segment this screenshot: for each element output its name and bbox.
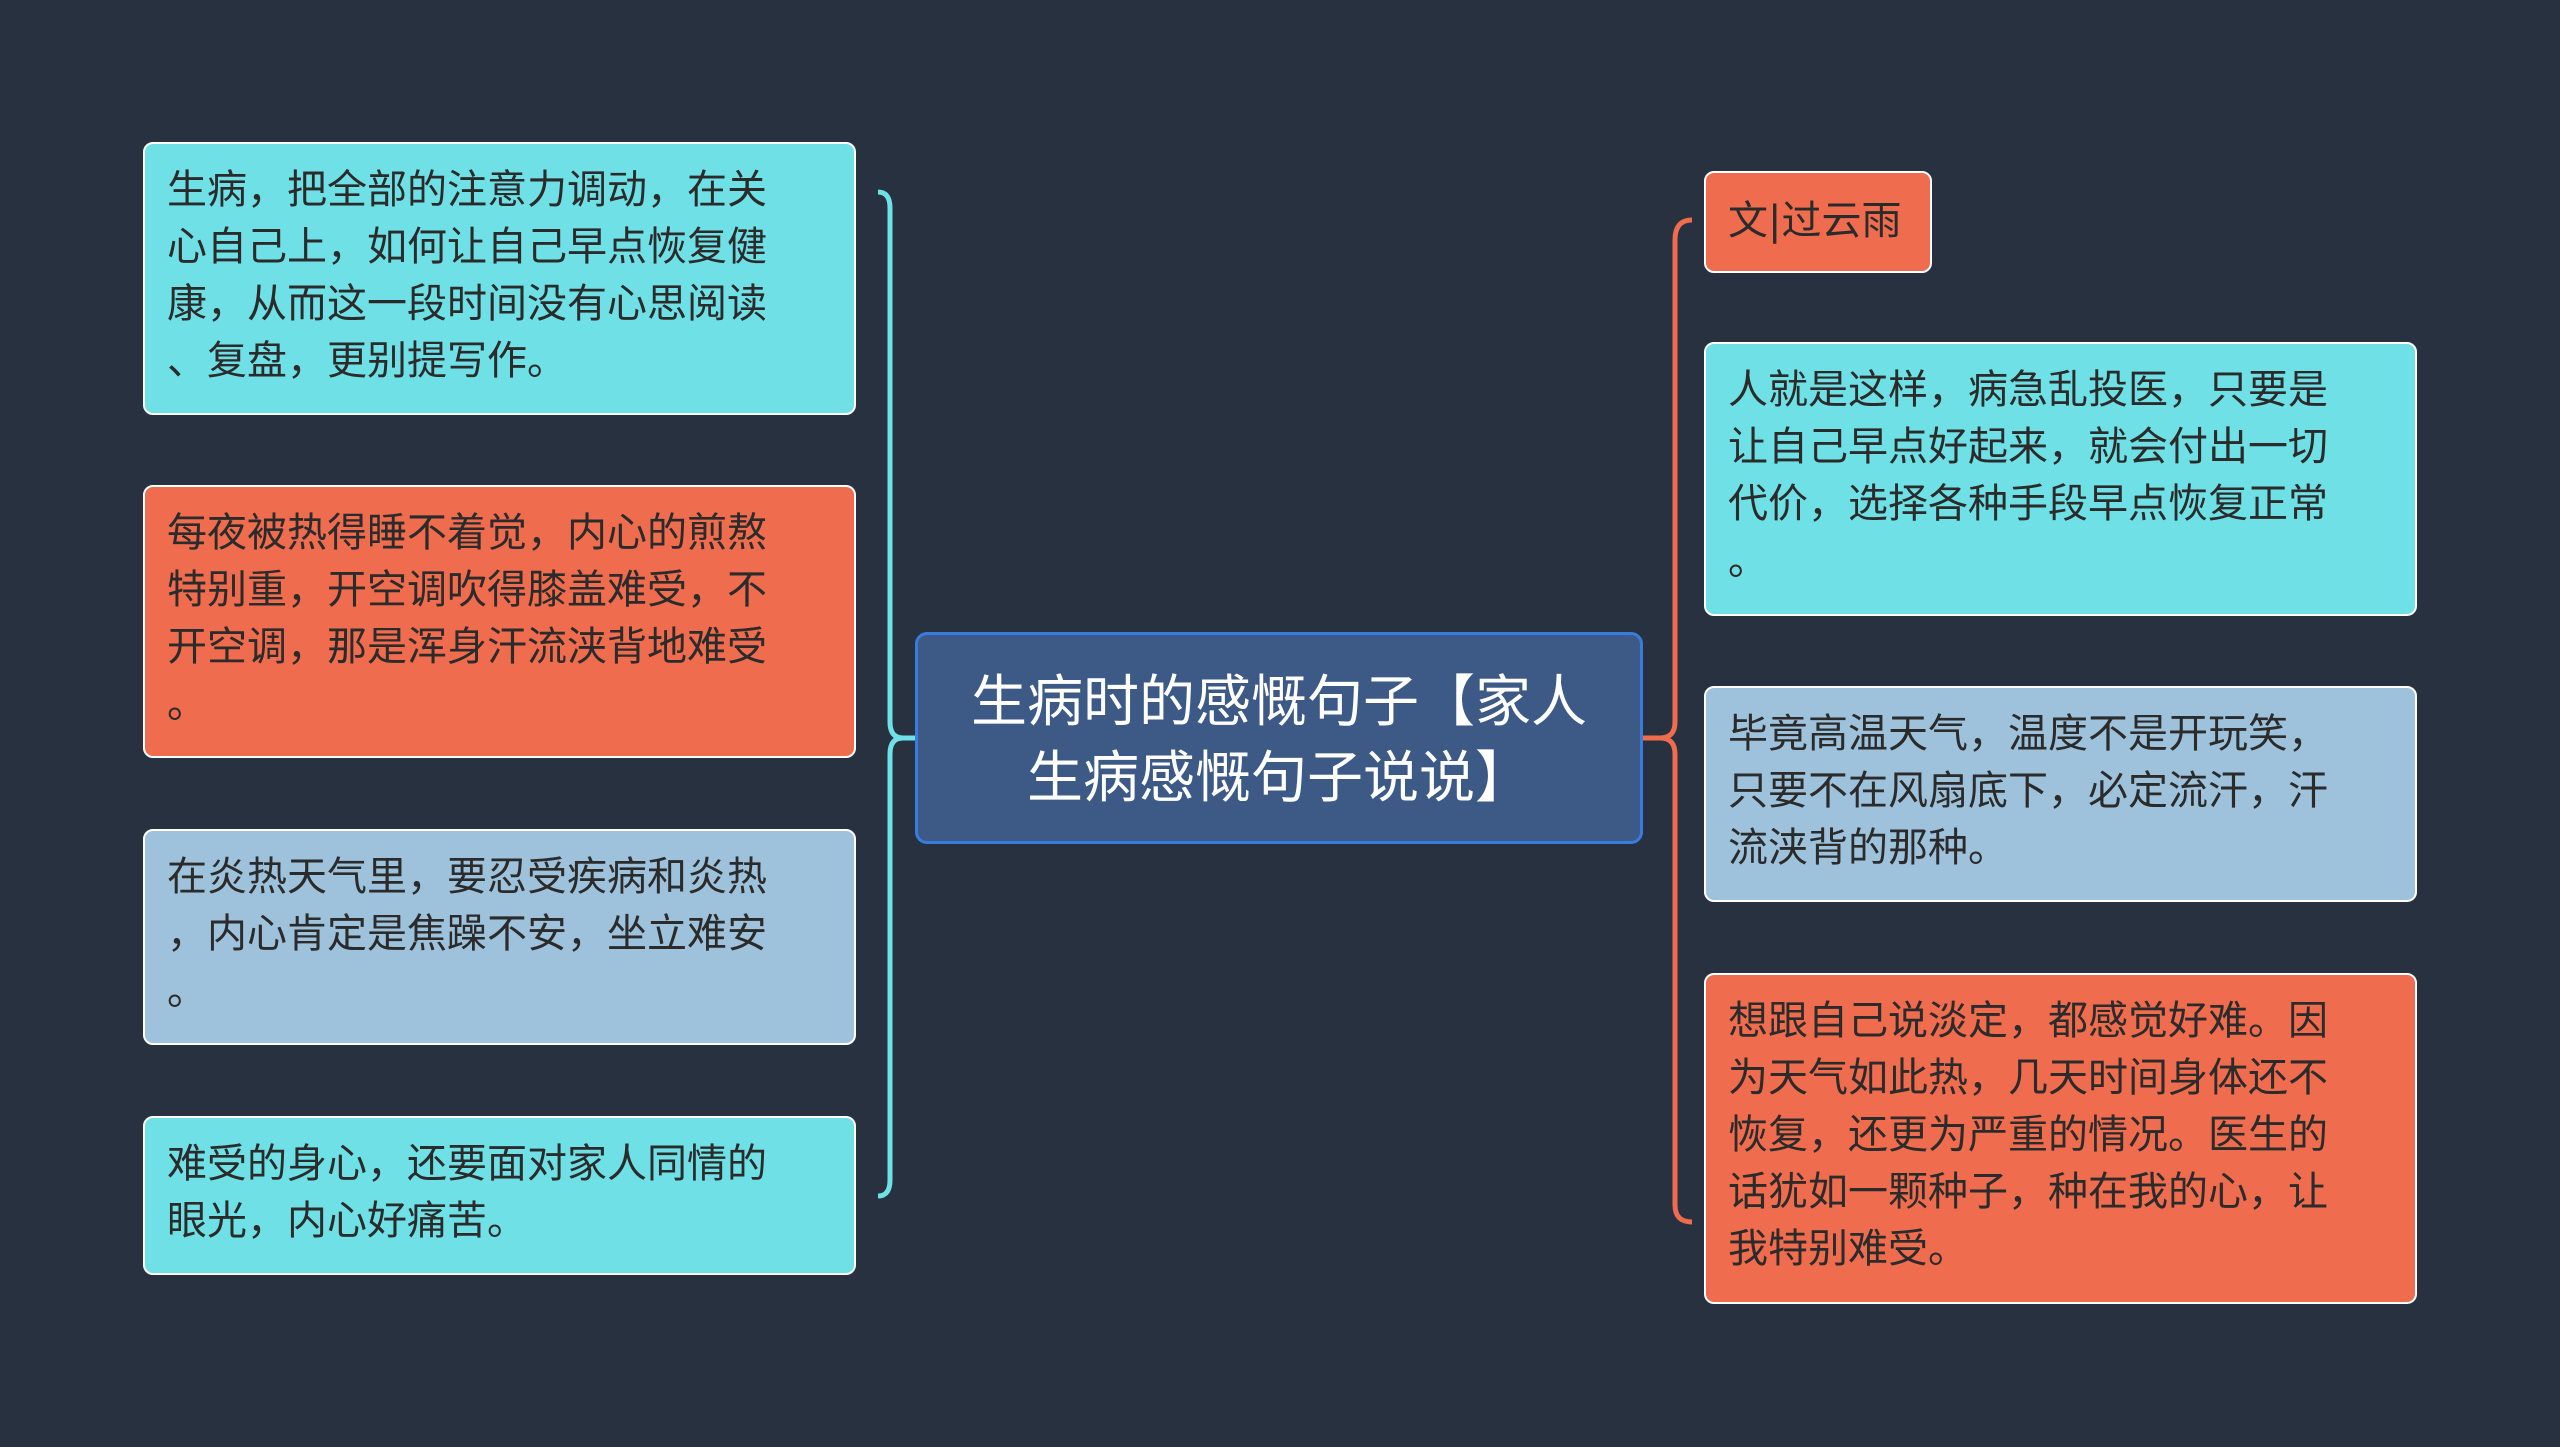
left-node-1[interactable]: 生病，把全部的注意力调动，在关 心自己上，如何让自己早点恢复健 康，从而这一段时… — [143, 142, 856, 415]
right-node-2[interactable]: 人就是这样，病急乱投医，只要是 让自己早点好起来，就会付出一切 代价，选择各种手… — [1704, 342, 2417, 616]
right-branch-bracket — [1659, 217, 1693, 1225]
left-node-4[interactable]: 难受的身心，还要面对家人同情的 眼光，内心好痛苦。 — [143, 1116, 856, 1275]
right-node-author[interactable]: 文|过云雨 — [1704, 171, 1932, 273]
left-branch-bracket — [877, 189, 904, 1199]
left-node-3[interactable]: 在炎热天气里，要忍受疾病和炎热 ，内心肯定是焦躁不安，坐立难安 。 — [143, 829, 856, 1045]
right-node-4[interactable]: 想跟自己说淡定，都感觉好难。因 为天气如此热，几天时间身体还不 恢复，还更为严重… — [1704, 973, 2417, 1304]
right-node-3[interactable]: 毕竟高温天气，温度不是开玩笑， 只要不在风扇底下，必定流汗，汗 流浃背的那种。 — [1704, 686, 2417, 902]
left-node-2[interactable]: 每夜被热得睡不着觉，内心的煎熬 特别重，开空调吹得膝盖难受，不 开空调，那是浑身… — [143, 485, 856, 758]
center-topic[interactable]: 生病时的感慨句子【家人 生病感慨句子说说】 — [915, 632, 1643, 844]
